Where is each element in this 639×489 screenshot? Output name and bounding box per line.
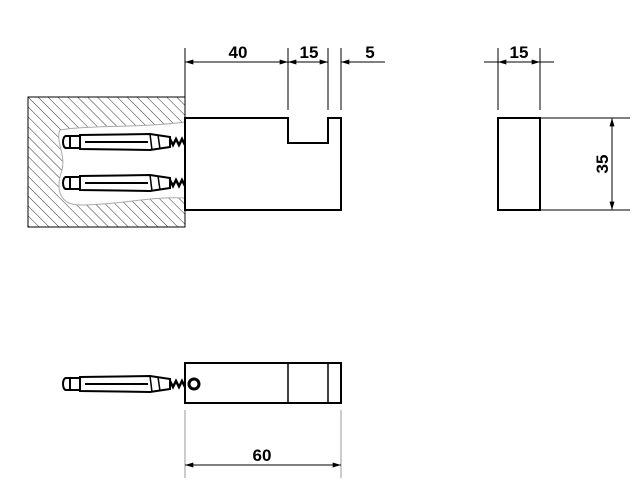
dim-label-15: 15 [300, 43, 319, 62]
dim-label-40: 40 [229, 43, 248, 62]
front-extension-lines [184, 48, 342, 118]
top-view: 60 [61, 362, 342, 478]
wall-anchor-top [61, 374, 187, 394]
dim-label-side-15: 15 [510, 43, 529, 62]
front-view: 40 15 5 [27, 43, 385, 228]
hook-body-top [184, 362, 342, 404]
dim-label-35: 35 [593, 155, 612, 174]
hook-body-front [184, 117, 342, 211]
hook-body-side [497, 117, 541, 211]
side-view: 15 35 [484, 43, 630, 211]
wall-anchor-lower [61, 173, 187, 193]
wall-anchor-upper [61, 132, 187, 152]
dim-label-60: 60 [253, 446, 272, 465]
dim-label-5: 5 [365, 43, 374, 62]
screw-head [187, 377, 201, 391]
